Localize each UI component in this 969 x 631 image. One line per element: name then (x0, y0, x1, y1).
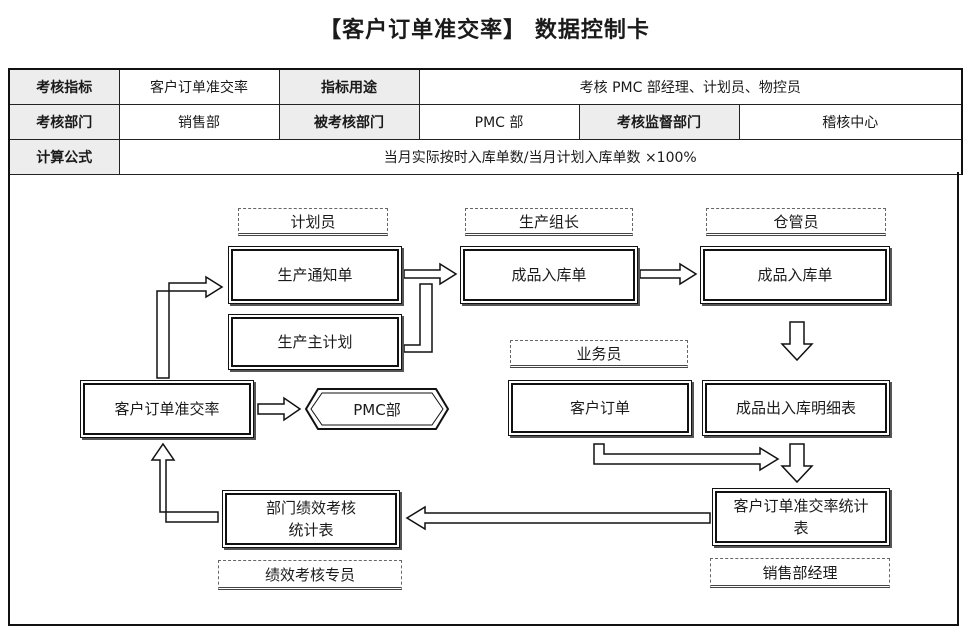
formula-value: 当月实际按时入库单数/当月计划入库单数 ×100% (118, 139, 963, 175)
arrow-stats-to-perf (405, 505, 711, 531)
assessed-label: 被考核部门 (278, 104, 420, 140)
supervisor-value: 稽核中心 (738, 104, 963, 140)
role-assessor: 绩效考核专员 (218, 560, 402, 590)
role-planner: 计划员 (238, 208, 388, 236)
role-warehouse: 仓管员 (706, 208, 886, 236)
dept-label: 考核部门 (8, 104, 120, 140)
role-team-leader: 生产组长 (465, 208, 633, 236)
connector-plan-to-flow (403, 283, 433, 353)
pmc-dept-label: PMC部 (353, 400, 401, 419)
box-finished-in-1: 成品入库单 (460, 246, 638, 304)
arrow-detail-to-stats (780, 443, 814, 484)
arrow-otd-to-notice (156, 275, 224, 379)
dept-value: 销售部 (118, 104, 280, 140)
arrow-perf-to-otd (150, 442, 219, 523)
purpose-value: 考核 PMC 部经理、计划员、物控员 (418, 68, 963, 105)
page-title: 【客户订单准交率】 数据控制卡 (319, 17, 650, 43)
info-row-formula: 计算公式 当月实际按时入库单数/当月计划入库单数 ×100% (8, 139, 963, 175)
kpi-label: 考核指标 (8, 68, 120, 105)
pmc-hexagon (304, 388, 450, 430)
arrow-finished2-to-detail (780, 321, 814, 362)
supervisor-label: 考核监督部门 (578, 104, 740, 140)
formula-label: 计算公式 (8, 139, 120, 175)
role-salesperson: 业务员 (510, 340, 688, 368)
box-otd-stats: 客户订单准交率统计表 (712, 488, 890, 546)
arrow-order-to-detail (593, 443, 780, 472)
arrow-otd-to-pmc (257, 396, 302, 422)
box-in-out-detail: 成品出入库明细表 (702, 380, 890, 436)
role-sales-manager: 销售部经理 (710, 558, 890, 588)
info-row-kpi: 考核指标 客户订单准交率 指标用途 考核 PMC 部经理、计划员、物控员 (8, 68, 963, 105)
box-finished-in-2: 成品入库单 (700, 246, 890, 304)
box-customer-order: 客户订单 (508, 380, 692, 436)
box-master-plan: 生产主计划 (228, 314, 402, 370)
box-production-notice: 生产通知单 (228, 246, 402, 304)
arrow-notice-to-finished1 (403, 262, 458, 286)
assessed-value: PMC 部 (418, 104, 580, 140)
arrow-finished1-to-finished2 (639, 262, 698, 286)
box-otd-rate: 客户订单准交率 (80, 380, 254, 438)
box-dept-perf: 部门绩效考核统计表 (222, 490, 400, 548)
info-row-dept: 考核部门 销售部 被考核部门 PMC 部 考核监督部门 稽核中心 (8, 104, 963, 140)
info-table: 考核指标 客户订单准交率 指标用途 考核 PMC 部经理、计划员、物控员 考核部… (8, 68, 963, 175)
flowchart-frame (8, 172, 959, 626)
